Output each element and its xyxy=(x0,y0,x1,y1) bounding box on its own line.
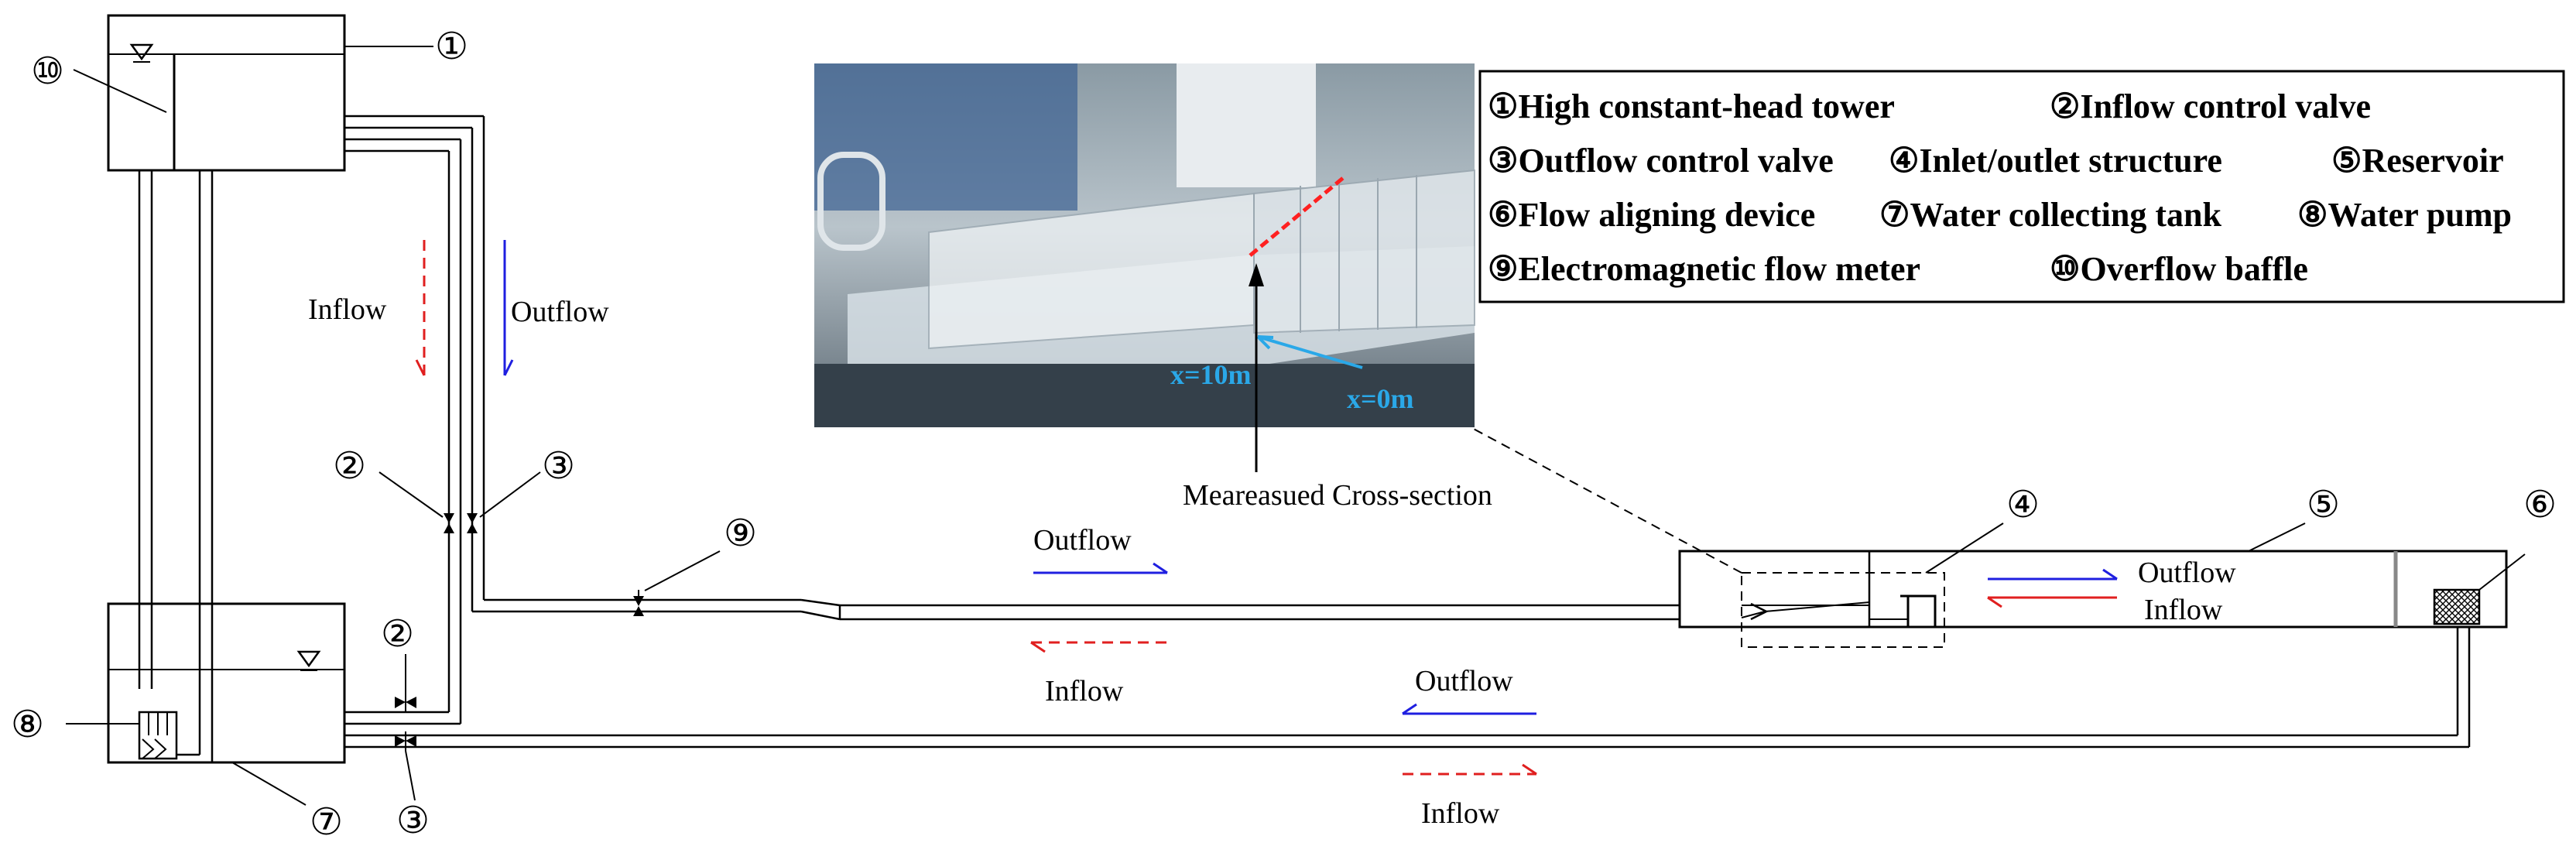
inflow-control-valve-upper xyxy=(444,513,454,533)
label-tower-outflow: Outflow xyxy=(511,296,609,328)
mid-outflow-arrow xyxy=(1033,562,1168,574)
legend-item-7: ⑦Water collecting tank xyxy=(1879,196,2221,234)
reservoir-inflow-arrow xyxy=(1987,596,2117,608)
label-bottom-outflow: Outflow xyxy=(1415,665,1513,697)
label-reservoir-outflow: Outflow xyxy=(2138,557,2236,589)
callout-7: ⑦ xyxy=(310,802,343,843)
electromagnetic-flow-meter xyxy=(633,590,644,616)
legend-item-10: ⑩Overflow baffle xyxy=(2050,250,2308,288)
measured-cross-section-label: Meareasued Cross-section xyxy=(1183,479,1492,512)
callout-9: ⑨ xyxy=(724,513,757,554)
legend-item-9: ⑨Electromagnetic flow meter xyxy=(1488,250,1920,288)
callout-5: ⑤ xyxy=(2307,485,2340,526)
inlet-outlet-structure xyxy=(1741,594,1937,629)
label-mid-inflow: Inflow xyxy=(1045,675,1124,707)
inlet-structure-zoom-box xyxy=(1741,572,1945,648)
inflow-control-valve-lower xyxy=(395,693,416,712)
callout-2-lower: ② xyxy=(381,614,414,655)
outflow-control-valve-lower xyxy=(395,731,416,751)
main-pipe xyxy=(797,598,1765,621)
label-mid-outflow: Outflow xyxy=(1033,524,1132,557)
label-reservoir-inflow: Inflow xyxy=(2144,594,2223,626)
outflow-control-valve-upper xyxy=(467,513,478,533)
bottom-outflow-arrow xyxy=(1402,703,1536,715)
high-constant-head-tower xyxy=(107,14,346,172)
tower-outlet-pipes xyxy=(344,115,2469,749)
reservoir-return-pipe xyxy=(2456,627,2471,747)
callout-10: ⑩ xyxy=(31,51,64,92)
bottom-inflow-arrow xyxy=(1403,763,1537,776)
flume-photo: x=10m x=0m xyxy=(814,63,1475,472)
tower-outflow-arrow xyxy=(503,240,514,376)
label-tower-inflow: Inflow xyxy=(308,293,387,326)
legend-item-1: ①High constant-head tower xyxy=(1488,87,1895,125)
legend-box: ①High constant-head tower ②Inflow contro… xyxy=(1478,70,2565,303)
label-bottom-inflow: Inflow xyxy=(1421,797,1500,830)
legend-item-2: ②Inflow control valve xyxy=(2050,87,2371,125)
callout-4: ④ xyxy=(2006,485,2040,526)
callout-3-lower: ③ xyxy=(396,800,430,841)
legend-item-4: ④Inlet/outlet structure xyxy=(1889,142,2222,180)
mid-inflow-arrow xyxy=(1030,641,1167,653)
callout-2-upper: ② xyxy=(333,446,366,487)
flow-aligning-device xyxy=(2433,588,2481,625)
legend-item-3: ③Outflow control valve xyxy=(1488,142,1834,180)
legend-item-8: ⑧Water pump xyxy=(2297,196,2512,234)
legend-item-6: ⑥Flow aligning device xyxy=(1488,196,1815,234)
label-x10: x=10m xyxy=(1170,359,1252,390)
tower-inflow-arrow xyxy=(415,240,426,376)
callout-8: ⑧ xyxy=(11,704,44,745)
label-x0: x=0m xyxy=(1347,383,1414,414)
callout-3-upper: ③ xyxy=(542,446,575,487)
callout-6: ⑥ xyxy=(2523,485,2557,526)
pump-supply-pipes xyxy=(138,170,214,764)
reservoir-outflow-arrow xyxy=(1988,568,2118,581)
callout-1: ① xyxy=(435,26,468,67)
reservoir xyxy=(1678,550,2508,629)
legend-item-5: ⑤Reservoir xyxy=(2331,142,2504,180)
zoom-leader-line xyxy=(1470,426,1742,574)
water-pump xyxy=(138,711,178,760)
